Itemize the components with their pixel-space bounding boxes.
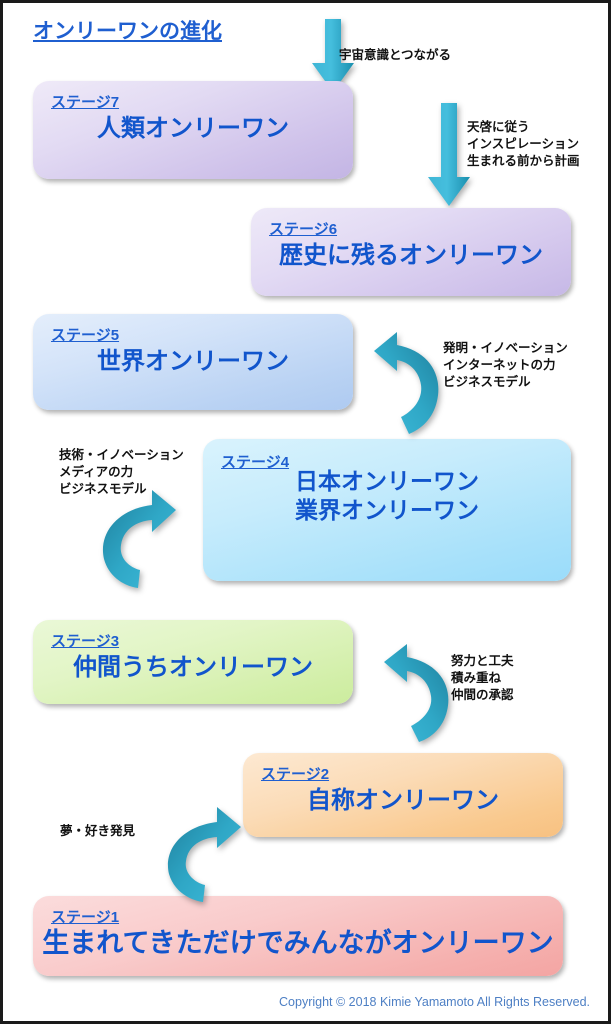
curved-arrow-stage2-to-stage3 (381, 641, 453, 745)
stage-label-7: ステージ7 (51, 94, 120, 111)
stage-title-6: 歴史に残るオンリーワン (279, 242, 543, 269)
curved-arrow-stage3-to-stage4 (88, 485, 180, 589)
curved-arrow-stage4-to-stage5 (371, 329, 443, 437)
stage-title-7: 人類オンリーワン (97, 115, 289, 142)
stage-label-1: ステージ1 (51, 909, 120, 926)
stage-box-5[interactable]: ステージ5 世界オンリーワン (33, 314, 353, 410)
stage-label-3: ステージ3 (51, 633, 120, 650)
stage-title-4-line1: 日本オンリーワン (295, 468, 479, 494)
stage-title-2: 自称オンリーワン (307, 787, 499, 814)
stage-box-2[interactable]: ステージ2 自称オンリーワン (243, 753, 563, 837)
stage-box-6[interactable]: ステージ6 歴史に残るオンリーワン (251, 208, 571, 296)
stage-title-5: 世界オンリーワン (97, 348, 289, 375)
stage-label-6: ステージ6 (269, 221, 338, 238)
note-to-stage6: 天啓に従う インスピレーション 生まれる前から計画 (467, 120, 580, 168)
stage-title-1: 生まれてきただけでみんながオンリーワン (42, 928, 554, 958)
stage-label-5: ステージ5 (51, 327, 120, 344)
stage-label-4: ステージ4 (221, 454, 290, 471)
stage-label-2: ステージ2 (261, 766, 330, 783)
stage-title-3: 仲間うちオンリーワン (73, 654, 313, 681)
down-arrow-to-stage7 (311, 19, 355, 93)
stage-title-4-line2: 業界オンリーワン (295, 496, 479, 523)
stage-box-7[interactable]: ステージ7 人類オンリーワン (33, 81, 353, 179)
stage-box-3[interactable]: ステージ3 仲間うちオンリーワン (33, 620, 353, 704)
note-stage1-to-stage2: 夢・好き発見 (60, 824, 136, 838)
stage-box-1[interactable]: ステージ1 生まれてきただけでみんながオンリーワン (33, 896, 563, 976)
note-stage2-to-stage3: 努力と工夫 積み重ね 仲間の承認 (451, 654, 514, 702)
stage-box-4[interactable]: ステージ4 日本オンリーワン 業界オンリーワン (203, 439, 571, 581)
note-stage3-to-stage4: 技術・イノベーション メディアの力 ビジネスモデル (59, 448, 184, 496)
page-title: オンリーワンの進化 (33, 20, 222, 43)
copyright-text: Copyright © 2018 Kimie Yamamoto All Righ… (279, 995, 590, 1009)
curved-arrow-stage1-to-stage2 (153, 803, 245, 903)
stage-title-4: 日本オンリーワン 業界オンリーワン (203, 467, 571, 525)
note-to-stage7: 宇宙意識とつながる (339, 48, 452, 62)
down-arrow-to-stage6 (427, 103, 471, 207)
note-stage4-to-stage5: 発明・イノベーション インターネットの力 ビジネスモデル (443, 341, 568, 389)
